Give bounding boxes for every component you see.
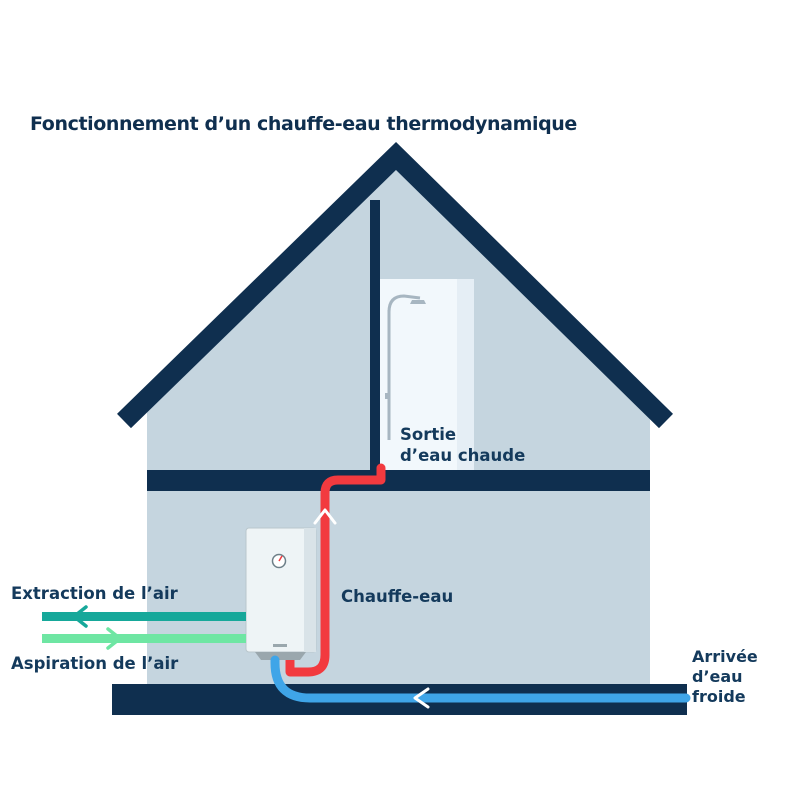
diagram-title: Fonctionnement d’un chauffe-eau thermody… <box>30 113 577 135</box>
hot-water-out-label: Sortie d’eau chaude <box>400 424 525 466</box>
cold-water-in-line3: froide <box>692 687 746 706</box>
partition-wall <box>370 200 380 472</box>
air-extraction-duct <box>42 612 246 621</box>
air-intake-duct <box>42 634 246 643</box>
cold-water-in-line1: Arrivée <box>692 647 758 666</box>
hot-water-out-line1: Sortie <box>400 425 457 444</box>
water-heater-label: Chauffe-eau <box>341 587 454 606</box>
cold-water-pipe <box>270 655 691 703</box>
hot-water-up-arrow <box>313 508 337 525</box>
gauge-icon <box>271 553 287 569</box>
cold-water-arrow <box>413 687 430 709</box>
hot-water-pipe <box>285 463 386 677</box>
roof <box>117 142 674 429</box>
floor-slab <box>147 470 650 491</box>
air-intake-label: Aspiration de l’air <box>11 654 179 673</box>
air-extraction-arrow <box>72 605 88 628</box>
shower-icon <box>385 294 426 440</box>
water-heater <box>245 527 317 660</box>
air-extraction-label: Extraction de l’air <box>11 584 178 603</box>
cold-water-in-line2: d’eau <box>692 667 743 686</box>
cold-water-in-label: Arrivée d’eau froide <box>692 647 758 707</box>
hot-water-out-line2: d’eau chaude <box>400 446 526 465</box>
air-intake-arrow <box>106 627 122 650</box>
shower-panel-side <box>457 279 474 470</box>
